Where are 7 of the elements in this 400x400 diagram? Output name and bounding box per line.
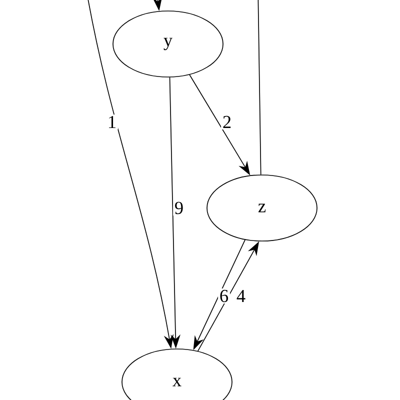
edge-label: 2 xyxy=(221,114,233,130)
ellipse-node: y xyxy=(112,10,224,78)
edge-label: 1 xyxy=(106,114,118,130)
edge-label: 6 xyxy=(218,288,230,304)
edge-label: 9 xyxy=(173,200,185,216)
ellipse-node: z xyxy=(206,174,318,242)
edge-label: 4 xyxy=(235,288,247,304)
